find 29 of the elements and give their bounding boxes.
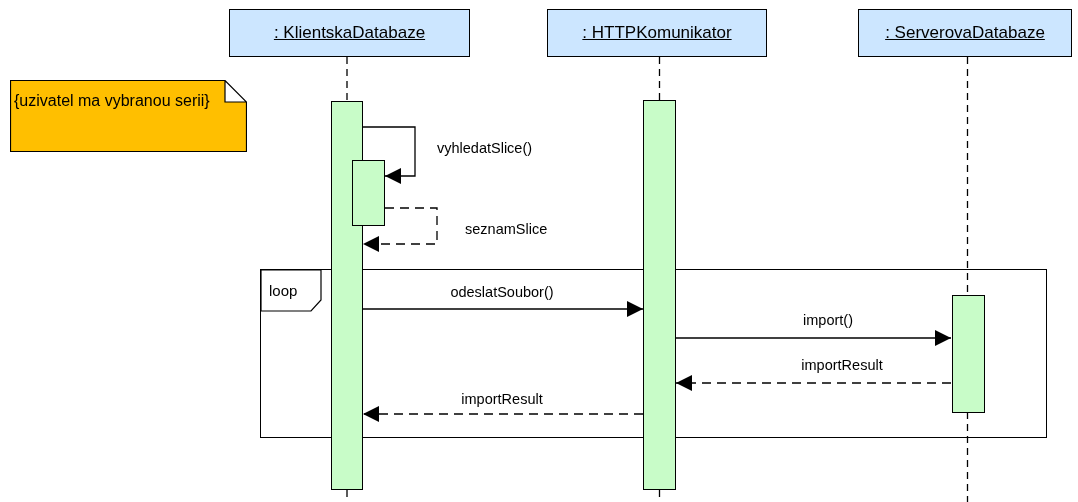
message-label: import()	[803, 312, 853, 328]
object-name: : HTTPKomunikator	[581, 23, 733, 43]
lifeline-head	[858, 9, 1072, 57]
lifeline-head	[547, 9, 767, 57]
loop-frame	[260, 269, 1047, 438]
message-label: odeslatSoubor()	[450, 284, 554, 300]
note-text: {uzivatel ma vybranou serii}	[14, 91, 210, 111]
lifeline-head	[229, 9, 470, 57]
activation-bar	[331, 101, 363, 490]
object-name: : ServerovaDatabaze	[884, 23, 1046, 43]
message-label: seznamSlice	[465, 221, 548, 237]
activation-bar	[643, 100, 676, 490]
message-arrow	[675, 375, 952, 391]
message-label: importResult	[461, 391, 543, 407]
message-arrow	[362, 301, 644, 317]
lifeline	[658, 56, 661, 101]
activation-bar	[352, 160, 385, 226]
message-arrow	[362, 406, 644, 422]
message-arrow	[362, 207, 438, 252]
activation-bar	[952, 295, 985, 413]
message-label: importResult	[801, 357, 883, 373]
lifeline	[966, 56, 969, 295]
message-arrow	[362, 126, 416, 184]
message-arrow	[675, 330, 952, 346]
operator-label: loop	[269, 282, 298, 299]
lifeline	[966, 411, 969, 502]
message-label: vyhledatSlice()	[437, 140, 533, 156]
lifeline	[346, 56, 348, 102]
object-name: : KlientskaDatabaze	[272, 23, 427, 43]
